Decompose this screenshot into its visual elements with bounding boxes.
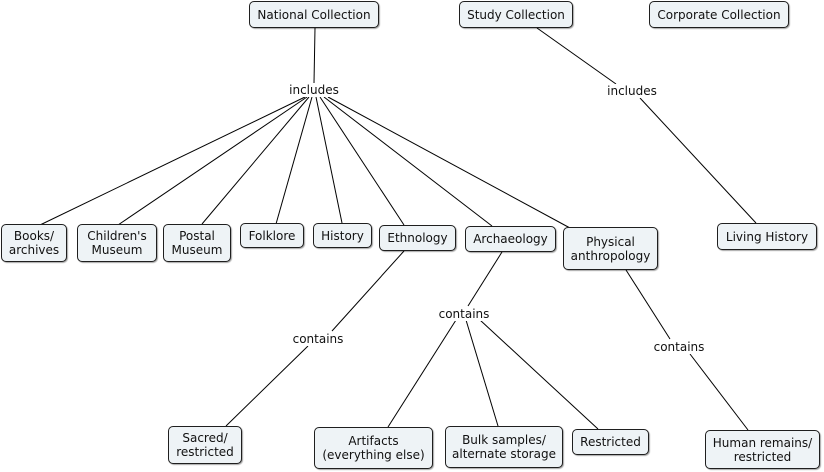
node-living-history[interactable]: Living History <box>717 223 817 250</box>
edge-includes-to-history <box>315 96 343 224</box>
edge-includes-to-books <box>39 96 306 226</box>
edge-includes-to-postal <box>201 96 310 225</box>
link-label-national-includes: includes <box>287 83 341 97</box>
edge-contains-to-artifacts <box>387 319 457 428</box>
edge-study-to-includes <box>536 27 617 85</box>
node-human-remains[interactable]: Human remains/ restricted <box>705 430 820 469</box>
node-study-collection[interactable]: Study Collection <box>459 1 573 28</box>
edge-includes-to-folklore <box>275 96 313 225</box>
node-artifacts[interactable]: Artifacts (everything else) <box>314 427 433 469</box>
node-national-collection[interactable]: National Collection <box>249 1 379 28</box>
edge-contains-to-human-remains <box>689 353 749 431</box>
edge-physical-to-contains <box>625 269 671 340</box>
edge-includes-to-archaeology <box>323 96 493 227</box>
edge-archaeology-to-contains <box>467 251 503 307</box>
link-label-ethnology-contains: contains <box>290 332 346 346</box>
node-books-archives[interactable]: Books/ archives <box>1 224 67 262</box>
node-history[interactable]: History <box>313 223 372 248</box>
edge-includes-to-childrens <box>117 96 308 226</box>
edge-includes-to-physical <box>327 96 571 229</box>
node-restricted[interactable]: Restricted <box>572 429 649 455</box>
node-postal-museum[interactable]: Postal Museum <box>163 224 231 262</box>
node-archaeology[interactable]: Archaeology <box>465 226 556 252</box>
node-physical-anthropology[interactable]: Physical anthropology <box>563 227 658 270</box>
edge-ethnology-to-contains <box>331 250 405 332</box>
edge-contains-to-sacred <box>225 345 309 427</box>
node-folklore[interactable]: Folklore <box>240 223 304 248</box>
edge-contains-to-bulk <box>465 319 499 427</box>
edge-contains-to-restricted <box>479 319 599 430</box>
edge-includes-to-ethnology <box>319 96 405 226</box>
link-label-archaeology-contains: contains <box>436 307 492 321</box>
edge-includes-to-living-history <box>639 97 757 224</box>
node-ethnology[interactable]: Ethnology <box>379 225 456 251</box>
node-corporate-collection[interactable]: Corporate Collection <box>649 1 789 28</box>
node-bulk-samples[interactable]: Bulk samples/ alternate storage <box>445 426 563 468</box>
node-sacred-restricted[interactable]: Sacred/ restricted <box>168 426 242 464</box>
link-label-study-includes: includes <box>605 84 659 98</box>
edge-national-to-includes <box>313 27 316 84</box>
link-label-physical-contains: contains <box>651 340 707 354</box>
node-childrens-museum[interactable]: Children's Museum <box>77 224 157 262</box>
